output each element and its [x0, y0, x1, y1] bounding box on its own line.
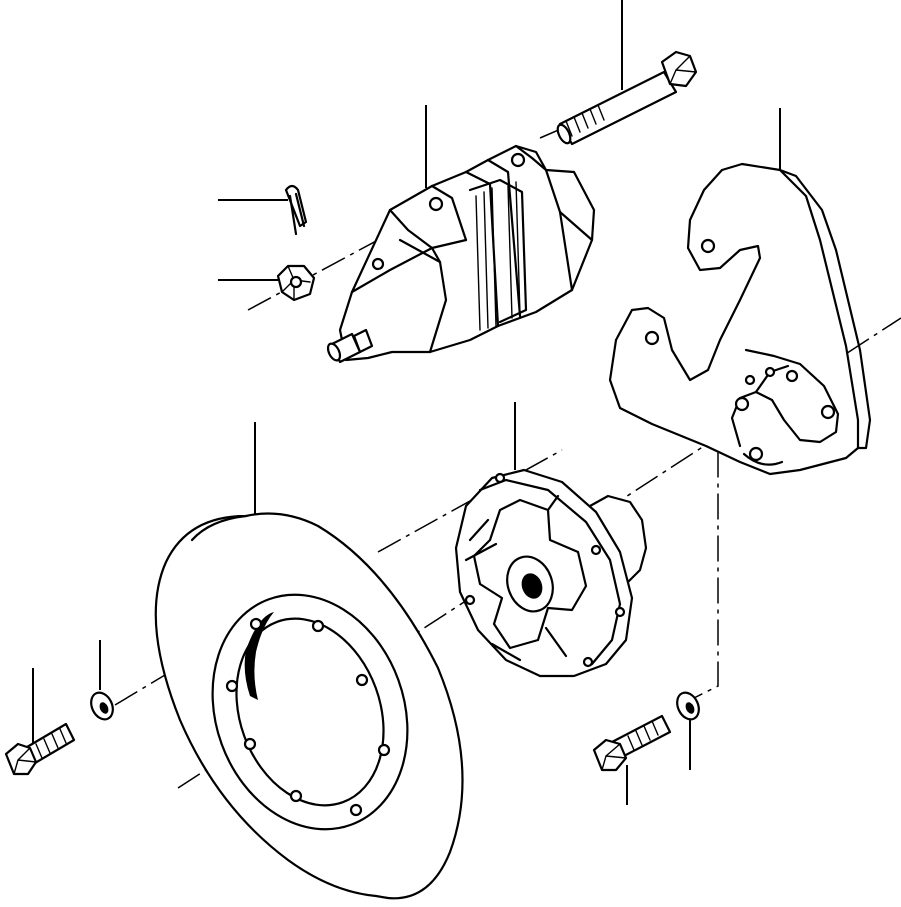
bracket-icon — [608, 162, 872, 476]
bracket-bolt-axis-line — [689, 411, 725, 701]
caliper-bolt-axis-line — [539, 124, 571, 139]
disc-bolt-holes — [225, 617, 391, 817]
caliper-icon — [326, 144, 596, 364]
castle-nut-icon — [276, 264, 316, 302]
caliper-bolt-icon — [556, 50, 698, 146]
cotter-pin-icon — [284, 184, 308, 236]
washer-icon — [676, 691, 700, 721]
hub-icon — [454, 468, 648, 678]
disc-icon — [154, 512, 464, 900]
disc-hat-flange — [211, 593, 409, 831]
disc-bolt-icon — [4, 722, 76, 776]
disc-bolt-axis-line — [114, 629, 241, 706]
bracket-bolt-icon — [592, 714, 672, 772]
leader-lines — [32, 0, 781, 805]
washer-icon — [90, 691, 114, 721]
